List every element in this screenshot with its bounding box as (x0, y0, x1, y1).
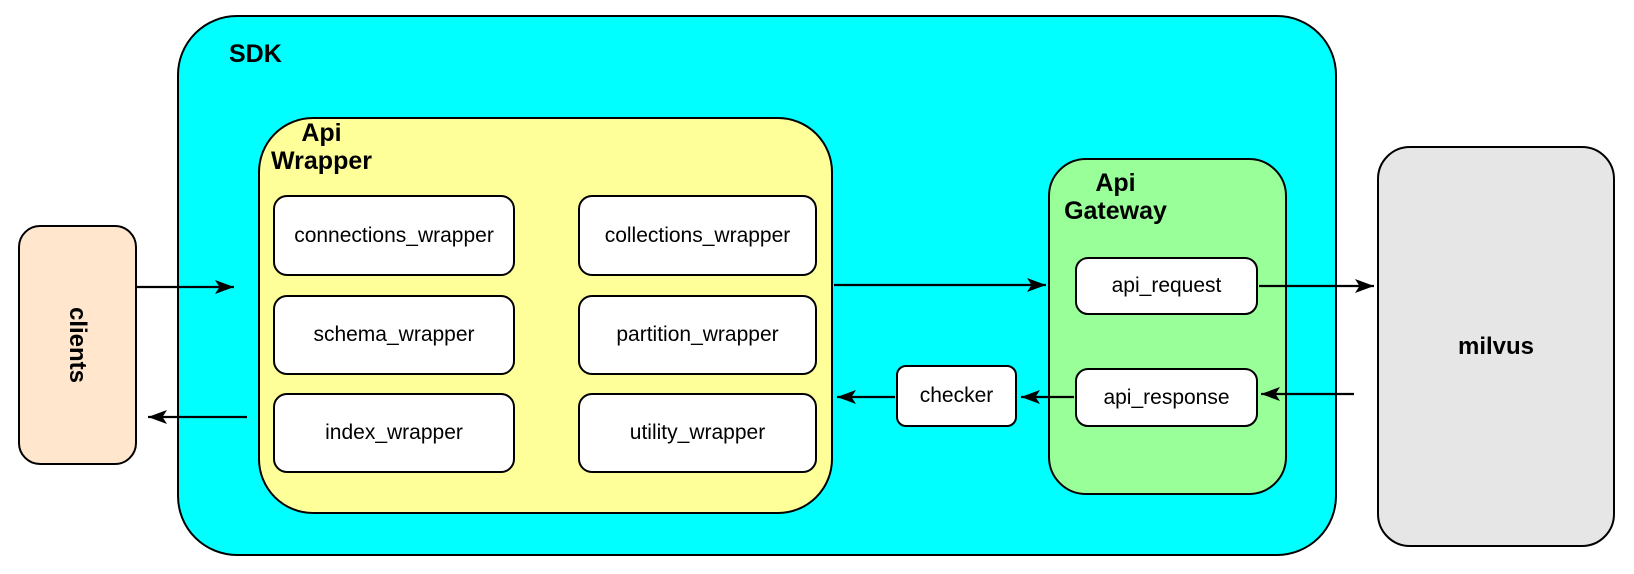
module-utility-wrapper: utility_wrapper (578, 393, 817, 473)
milvus-label: milvus (1457, 332, 1535, 360)
module-collections-wrapper: collections_wrapper (578, 195, 817, 276)
module-utility-wrapper-label: utility_wrapper (629, 421, 766, 444)
module-collections-wrapper-label: collections_wrapper (604, 223, 791, 247)
module-schema-wrapper: schema_wrapper (273, 295, 515, 375)
module-api-response-label: api_response (1103, 385, 1230, 409)
module-partition-wrapper: partition_wrapper (578, 295, 817, 375)
module-connections-wrapper: connections_wrapper (273, 195, 515, 276)
api-gateway-label-line1: Api (1095, 169, 1136, 197)
api-gateway-label: Api Gateway (1048, 169, 1183, 225)
api-gateway-label-line2: Gateway (1064, 197, 1167, 225)
checker-node: checker (896, 365, 1017, 427)
module-index-wrapper-label: index_wrapper (325, 421, 463, 444)
module-schema-wrapper-label: schema_wrapper (313, 323, 475, 346)
module-partition-wrapper-label: partition_wrapper (616, 323, 779, 346)
api-wrapper-label-line2: Wrapper (271, 147, 372, 175)
api-wrapper-label: Api Wrapper (258, 119, 385, 175)
module-index-wrapper: index_wrapper (273, 393, 515, 473)
module-api-response: api_response (1075, 368, 1258, 427)
milvus-node: milvus (1377, 146, 1615, 547)
clients-label: clients (64, 306, 92, 384)
sdk-label: SDK (229, 40, 282, 68)
api-wrapper-label-line1: Api (301, 119, 342, 147)
module-api-request: api_request (1075, 257, 1258, 315)
api-gateway-container (1048, 158, 1287, 495)
checker-label: checker (919, 384, 994, 407)
module-connections-wrapper-label: connections_wrapper (294, 223, 494, 247)
module-api-request-label: api_request (1111, 274, 1222, 297)
clients-node: clients (18, 225, 137, 465)
